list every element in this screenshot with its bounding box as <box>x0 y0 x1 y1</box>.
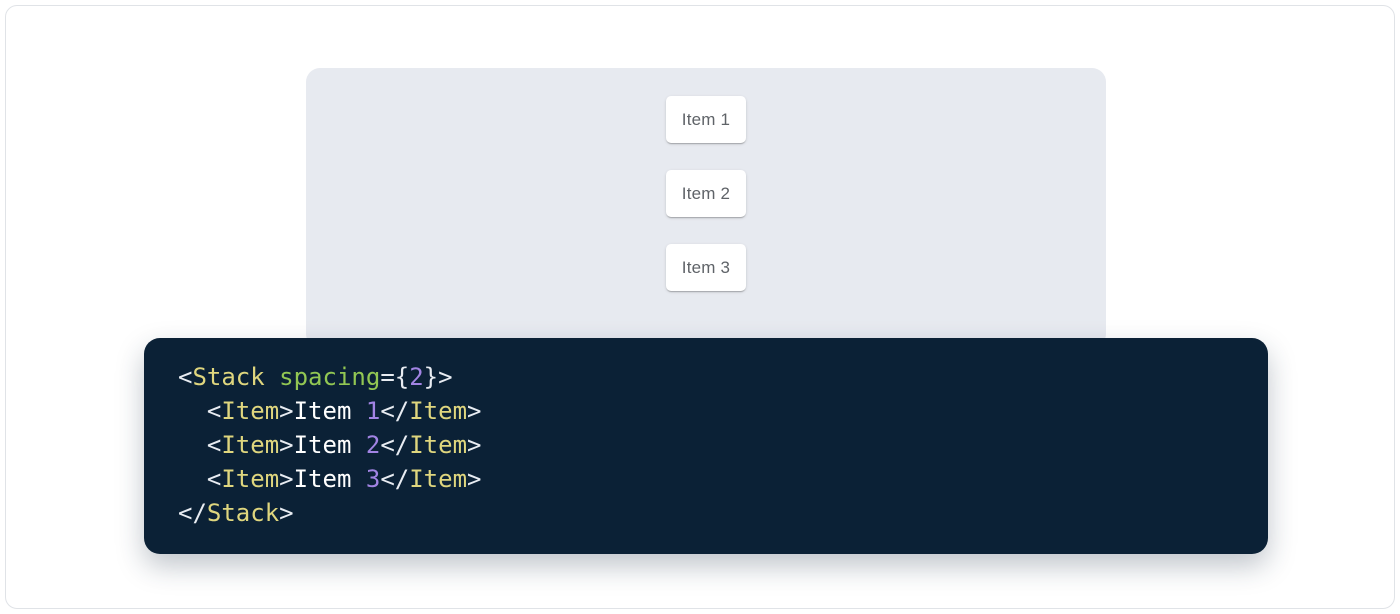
code-token-tag: Item <box>221 465 280 493</box>
code-token-number: 2 <box>409 363 424 391</box>
code-token-plain <box>265 363 279 391</box>
code-line: <Item>Item 3</Item> <box>178 462 1268 496</box>
stack-demo-preview: Item 1 Item 2 Item 3 <box>306 68 1106 348</box>
code-token-punct: < <box>206 431 222 459</box>
stack-item-3: Item 3 <box>666 244 746 291</box>
code-token-attr: spacing <box>279 363 381 391</box>
code-line: <Item>Item 2</Item> <box>178 428 1268 462</box>
code-token-punct: > <box>467 465 482 493</box>
code-token-punct: > <box>279 397 294 425</box>
code-token-tag: Item <box>409 431 468 459</box>
code-token-punct: </ <box>380 431 410 459</box>
code-token-number: 3 <box>365 465 381 493</box>
code-token-punct: < <box>206 465 222 493</box>
code-token-punct: > <box>467 397 482 425</box>
code-token-tag: Item <box>409 397 468 425</box>
code-token-punct: ={ <box>380 363 410 391</box>
code-token-punct: </ <box>380 397 410 425</box>
code-token-tag: Stack <box>206 499 280 527</box>
code-token-plain <box>178 465 207 493</box>
code-line: <Stack spacing={2}> <box>178 360 1268 394</box>
code-token-plain <box>178 397 207 425</box>
stack-item-label: Item 2 <box>681 183 731 203</box>
code-token-punct: > <box>467 431 482 459</box>
code-block: <Stack spacing={2}> <Item>Item 1</Item> … <box>144 338 1268 554</box>
code-token-tag: Stack <box>192 363 265 391</box>
code-token-number: 1 <box>365 397 381 425</box>
code-token-tag: Item <box>221 431 280 459</box>
code-token-punct: > <box>279 465 294 493</box>
code-token-punct: > <box>279 431 294 459</box>
code-token-plain <box>178 431 207 459</box>
code-token-plain: Item <box>293 465 366 493</box>
stack-item-label: Item 3 <box>681 257 731 277</box>
code-token-punct: > <box>279 499 294 527</box>
stack-item-1: Item 1 <box>666 96 746 143</box>
code-token-tag: Item <box>409 465 468 493</box>
app-frame: Item 1 Item 2 Item 3 <Stack spacing={2}>… <box>5 5 1395 609</box>
stack-item-label: Item 1 <box>681 109 731 129</box>
code-token-tag: Item <box>221 397 280 425</box>
code-token-punct: < <box>178 363 193 391</box>
code-token-plain: Item <box>293 397 366 425</box>
code-token-punct: </ <box>178 499 207 527</box>
code-token-punct: < <box>206 397 222 425</box>
code-line: </Stack> <box>178 496 1268 530</box>
stack-item-2: Item 2 <box>666 170 746 217</box>
code-token-plain: Item <box>293 431 366 459</box>
code-token-number: 2 <box>365 431 381 459</box>
code-line: <Item>Item 1</Item> <box>178 394 1268 428</box>
code-token-punct: }> <box>423 363 453 391</box>
code-token-punct: </ <box>380 465 410 493</box>
